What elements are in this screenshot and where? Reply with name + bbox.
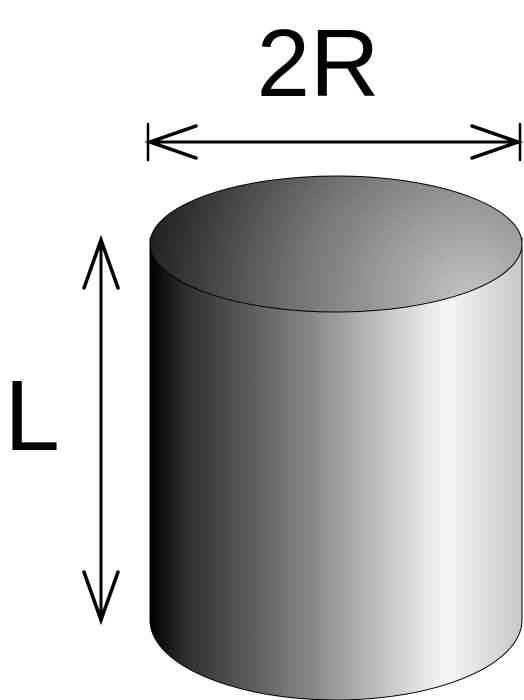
cylinder-top-face: [149, 175, 523, 313]
length-arrow: [82, 234, 120, 626]
diameter-arrow: [144, 122, 524, 162]
length-label: L: [4, 360, 60, 472]
diameter-label: 2R: [257, 10, 380, 117]
